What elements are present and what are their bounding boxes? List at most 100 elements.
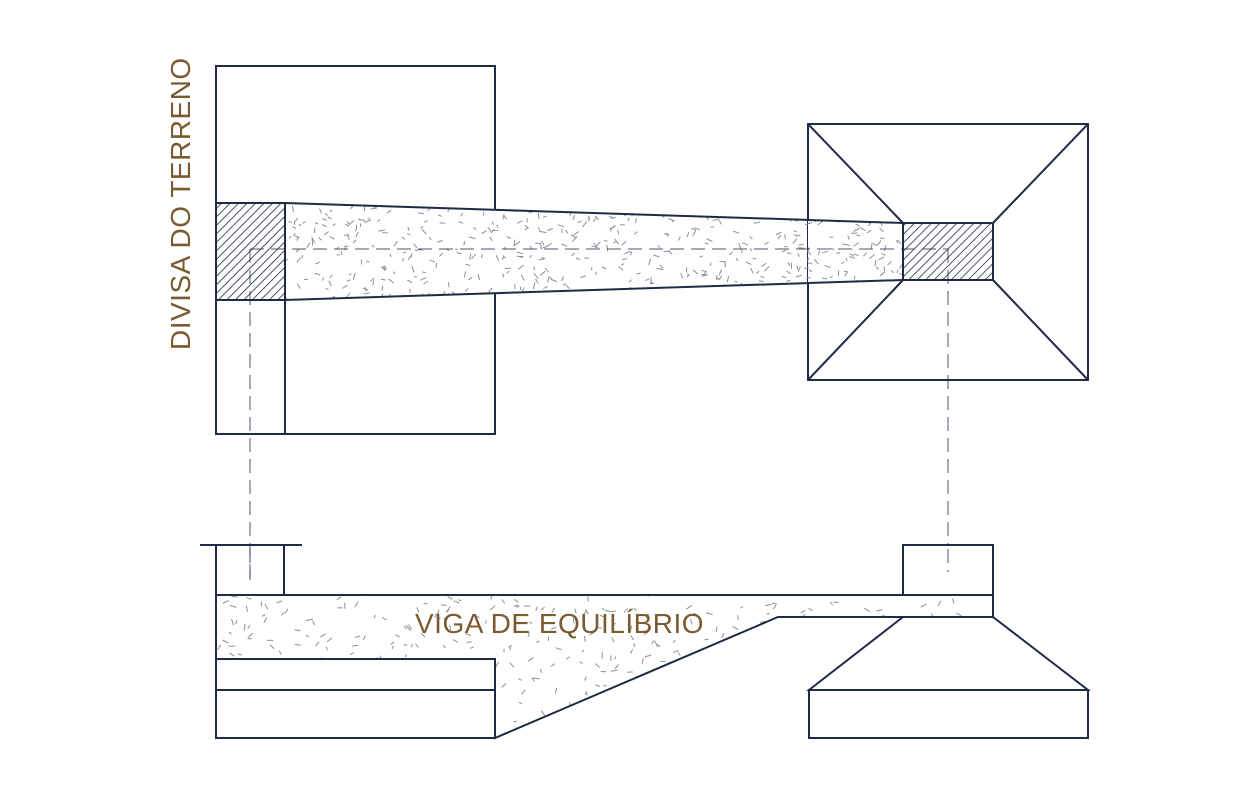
concrete-speckle (729, 205, 737, 208)
concrete-speckle (572, 617, 575, 624)
concrete-speckle (434, 612, 438, 618)
concrete-speckle (321, 277, 325, 281)
concrete-speckle (438, 214, 442, 217)
concrete-speckle (765, 286, 771, 291)
concrete-speckle (653, 203, 658, 207)
concrete-speckle (824, 264, 831, 269)
concrete-speckle (805, 222, 813, 226)
beam-over-right-footing (804, 219, 904, 286)
concrete-speckle (856, 636, 862, 642)
concrete-speckle (401, 257, 405, 262)
concrete-speckle (421, 632, 426, 638)
concrete-speckle (294, 629, 301, 632)
concrete-speckle (691, 678, 696, 685)
concrete-speckle (790, 210, 794, 214)
concrete-speckle (587, 215, 591, 220)
concrete-speckle (306, 242, 311, 248)
concrete-speckle (672, 650, 679, 653)
concrete-speckle (621, 258, 628, 261)
concrete-speckle (487, 226, 493, 234)
concrete-speckle (600, 728, 604, 734)
concrete-speckle (542, 215, 547, 218)
concrete-speckle (590, 206, 592, 213)
concrete-speckle (536, 203, 543, 208)
concrete-speckle (883, 244, 887, 252)
concrete-speckle (557, 224, 565, 228)
concrete-speckle (538, 258, 545, 261)
concrete-speckle (749, 236, 753, 240)
concrete-speckle (647, 627, 650, 631)
concrete-speckle (342, 284, 348, 289)
concrete-speckle (463, 271, 467, 278)
concrete-speckle (878, 256, 885, 261)
concrete-speckle (386, 209, 392, 214)
concrete-speckle (373, 614, 376, 619)
concrete-speckle (728, 251, 734, 256)
concrete-speckle (235, 620, 237, 625)
concrete-speckle (896, 239, 899, 244)
concrete-speckle (529, 254, 532, 259)
concrete-speckle (890, 269, 894, 274)
concrete-speckle (638, 294, 644, 300)
concrete-speckle (601, 266, 607, 270)
concrete-speckle (644, 682, 648, 686)
concrete-speckle (468, 236, 476, 240)
concrete-speckle (584, 609, 589, 615)
concrete-speckle (318, 237, 323, 241)
concrete-speckle (769, 668, 776, 672)
concrete-speckle (579, 661, 583, 665)
concrete-speckle (610, 669, 618, 672)
concrete-speckle (507, 645, 513, 648)
concrete-speckle (599, 614, 604, 618)
concrete-speckle (817, 220, 824, 226)
concrete-speckle (574, 608, 577, 614)
concrete-speckle (312, 620, 316, 626)
concrete-speckle (449, 624, 452, 630)
concrete-speckle (440, 604, 447, 606)
concrete-speckle (348, 273, 352, 276)
concrete-speckle (407, 255, 412, 261)
concrete-speckle (362, 635, 366, 641)
concrete-speckle (798, 243, 804, 246)
concrete-speckle (681, 673, 686, 678)
right-footing-elevation (806, 616, 1091, 739)
concrete-speckle (551, 607, 556, 614)
concrete-speckle (651, 640, 655, 645)
concrete-speckle (748, 731, 754, 734)
concrete-speckle (690, 723, 696, 728)
concrete-speckle (407, 226, 410, 231)
concrete-speckle (614, 656, 617, 660)
concrete-speckle (800, 205, 806, 210)
concrete-speckle (340, 251, 343, 256)
concrete-speckle (355, 224, 358, 229)
concrete-speckle (795, 298, 799, 300)
concrete-speckle (269, 644, 275, 650)
concrete-speckle (872, 243, 878, 247)
concrete-speckle (855, 223, 861, 227)
concrete-speckle (465, 263, 471, 266)
concrete-speckle (464, 288, 469, 292)
concrete-speckle (565, 724, 569, 732)
concrete-speckle (547, 228, 554, 232)
concrete-speckle (803, 648, 810, 653)
concrete-speckle (247, 632, 254, 639)
concrete-speckle (686, 605, 693, 610)
concrete-speckle (291, 226, 297, 229)
concrete-speckle (738, 243, 742, 250)
concrete-speckle (572, 235, 578, 242)
concrete-speckle (643, 631, 649, 636)
concrete-speckle (645, 278, 650, 281)
concrete-speckle (701, 274, 709, 277)
concrete-speckle (616, 710, 623, 715)
concrete-speckle (715, 298, 719, 300)
left-column-elevation (200, 544, 302, 595)
concrete-speckle (624, 251, 629, 255)
concrete-speckle (782, 249, 787, 253)
concrete-speckle (817, 622, 823, 630)
concrete-speckle (520, 274, 525, 281)
concrete-speckle (390, 641, 395, 645)
concrete-speckle (518, 678, 523, 681)
concrete-speckle (767, 207, 771, 212)
concrete-speckle (718, 269, 722, 276)
concrete-speckle (764, 603, 772, 607)
